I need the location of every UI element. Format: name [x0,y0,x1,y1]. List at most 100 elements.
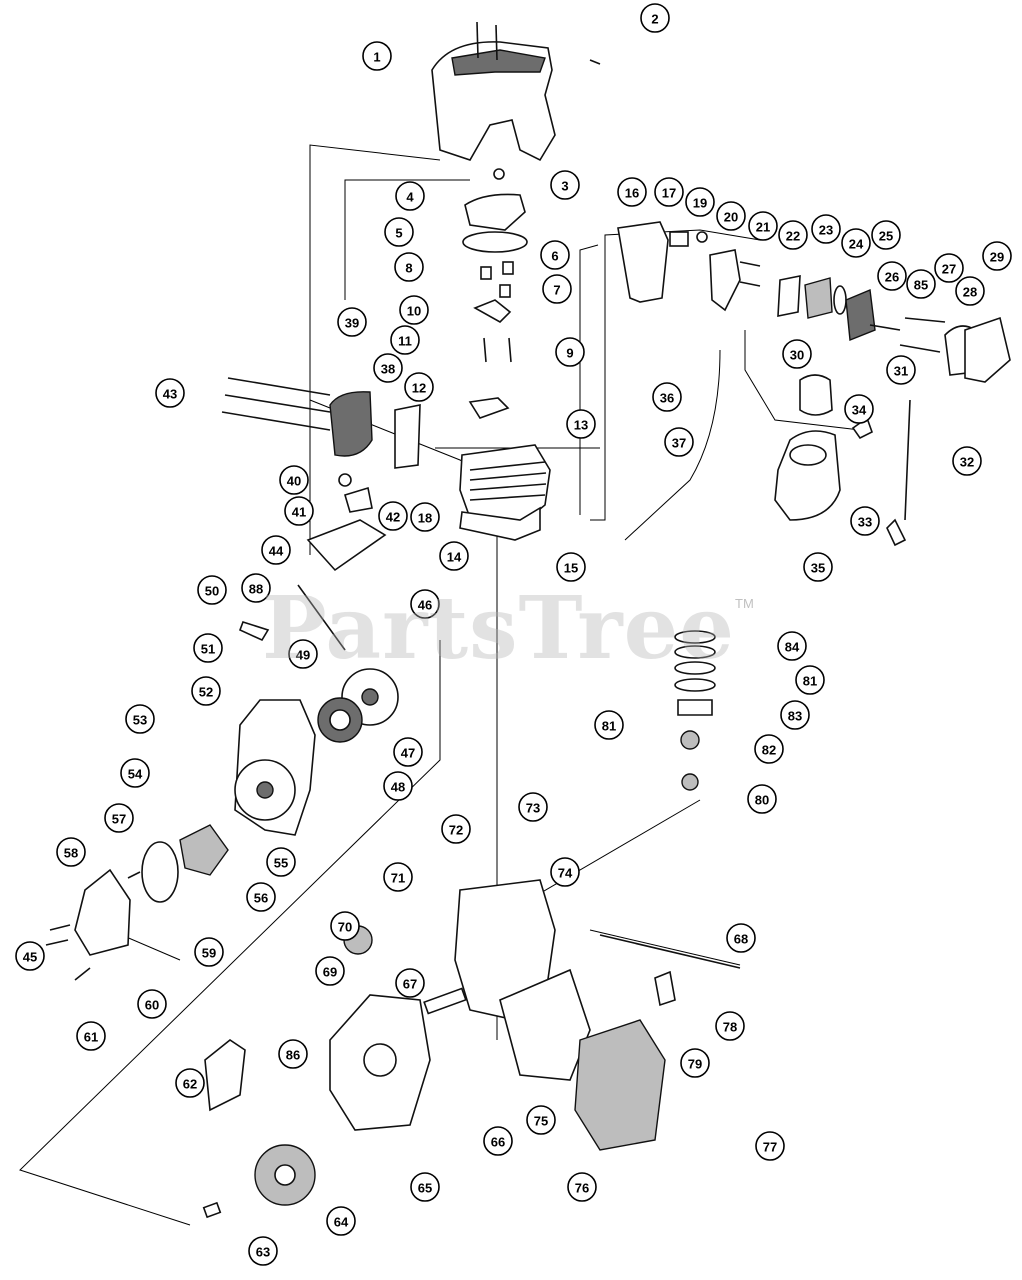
callout-number: 21 [756,220,770,235]
callout-16: 16 [617,177,647,207]
callout-number: 15 [564,561,578,576]
callout-number: 28 [963,285,977,300]
callout-66: 66 [483,1126,513,1156]
callout-9: 9 [555,337,585,367]
callout-number: 76 [575,1181,589,1196]
callout-number: 9 [566,346,573,361]
callout-number: 47 [401,746,415,761]
callout-32: 32 [952,446,982,476]
callout-number: 14 [447,550,462,565]
callout-43: 43 [155,378,185,408]
callout-57: 57 [104,803,134,833]
callout-number: 8 [405,261,412,276]
callout-31: 31 [886,355,916,385]
callout-number: 3 [561,179,568,194]
callout-60: 60 [137,989,167,1019]
callout-1: 1 [362,41,392,71]
callout-number: 75 [534,1114,548,1129]
callout-77: 77 [755,1131,785,1161]
callout-number: 53 [133,713,147,728]
callout-number: 70 [338,920,352,935]
muffler [329,391,373,457]
callout-number: 35 [811,561,825,576]
callout-number: 43 [163,387,177,402]
callout-number: 12 [412,381,426,396]
ignition-module [204,1039,246,1112]
callout-number: 85 [914,278,928,293]
callout-number: 42 [386,510,400,525]
callout-number: 24 [849,237,864,252]
callout-56: 56 [246,882,276,912]
callout-number: 80 [755,793,769,808]
callout-number: 37 [672,436,686,451]
callout-number: 11 [398,334,412,349]
callout-36: 36 [652,382,682,412]
callout-4: 4 [395,181,425,211]
callout-number: 67 [403,977,417,992]
callout-number: 1 [373,50,380,65]
callout-number: 13 [574,418,588,433]
clutch-housing [74,868,131,956]
callout-24: 24 [841,228,871,258]
callout-6: 6 [540,240,570,270]
watermark-brand: PartsTree [262,578,736,679]
callout-number: 72 [449,823,463,838]
callout-number: 69 [323,965,337,980]
callout-29: 29 [982,241,1012,271]
callout-number: 33 [858,515,872,530]
callout-30: 30 [782,339,812,369]
callout-number: 62 [183,1077,197,1092]
callout-number: 84 [785,640,800,655]
callout-number: 6 [551,249,558,264]
callout-number: 55 [274,856,288,871]
callout-23: 23 [811,214,841,244]
callout-79: 79 [680,1048,710,1078]
callout-13: 13 [566,409,596,439]
callout-number: 68 [734,932,748,947]
callout-41: 41 [284,496,314,526]
callout-number: 59 [202,946,216,961]
callout-number: 65 [418,1181,432,1196]
part-illustrations [45,21,1011,1219]
callout-number: 51 [201,642,215,657]
callout-44: 44 [261,535,291,565]
callout-14: 14 [439,541,469,571]
callout-number: 78 [723,1020,737,1035]
callout-49: 49 [288,639,318,669]
callout-39: 39 [337,307,367,337]
callout-number: 39 [345,316,359,331]
callout-67: 67 [395,968,425,998]
callout-number: 81 [602,719,616,734]
callout-64: 64 [326,1206,356,1236]
callout-number: 10 [407,304,421,319]
callout-number: 57 [112,812,126,827]
callout-number: 73 [526,801,540,816]
crankcase-cover [574,1019,666,1151]
callout-number: 23 [819,223,833,238]
callout-28: 28 [955,276,985,306]
callout-50: 50 [197,575,227,605]
callout-number: 2 [651,12,658,27]
callout-82: 82 [754,734,784,764]
callout-number: 56 [254,891,268,906]
air-filter-cover [964,316,1011,383]
callout-number: 83 [788,709,802,724]
callout-53: 53 [125,704,155,734]
callout-78: 78 [715,1011,745,1041]
callout-number: 48 [391,780,405,795]
callout-85: 85 [906,269,936,299]
callout-38: 38 [373,353,403,383]
callout-62: 62 [175,1068,205,1098]
callout-number: 79 [688,1057,702,1072]
callout-number: 45 [23,950,37,965]
callout-27: 27 [934,253,964,283]
callout-88: 88 [241,573,271,603]
callout-81: 81 [594,710,624,740]
callout-10: 10 [399,295,429,325]
callout-number: 52 [199,685,213,700]
callout-21: 21 [748,211,778,241]
callout-68: 68 [726,923,756,953]
callout-70: 70 [330,911,360,941]
callout-number: 5 [395,226,402,241]
